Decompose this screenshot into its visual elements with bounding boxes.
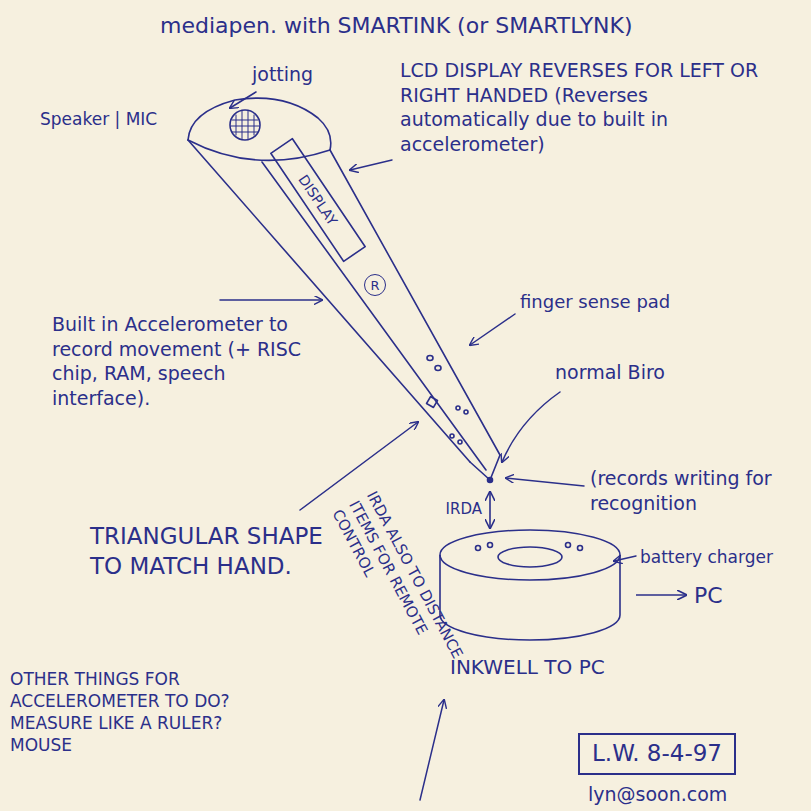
pen-tip [488, 478, 493, 483]
button [464, 410, 468, 414]
part-name: finger sense pad [520, 290, 670, 313]
button [427, 397, 438, 408]
note-text: jotting [252, 62, 313, 87]
note-text: OTHER THINGS FOR ACCELEROMETER TO DO? ME… [10, 668, 260, 756]
button [458, 440, 462, 444]
sense-pad [427, 356, 433, 361]
ink-well-hole [498, 547, 562, 567]
signature-date: L.W. 8-4-97 [592, 739, 722, 769]
connector-arrow [489, 492, 491, 528]
logo-letter: R [370, 279, 379, 292]
sketch-line [439, 555, 441, 615]
speaker-grille [230, 110, 260, 140]
sketch-line [188, 140, 470, 462]
sketch-line [262, 162, 486, 470]
node-text: PC [694, 582, 723, 611]
part-name: normal Biro [555, 360, 665, 385]
note-text: LCD DISPLAY REVERSES FOR LEFT OR RIGHT H… [400, 58, 780, 157]
sketch-line [619, 555, 621, 615]
part-name: Speaker | MIC [40, 108, 157, 130]
sketch-line [188, 140, 330, 160]
inkwell-drawing [440, 530, 620, 640]
note-text: Built in Accelerometer to record movemen… [52, 312, 314, 411]
email-text: lyn@soon.com [588, 782, 727, 807]
sketch-line [440, 530, 620, 580]
speaker-grille [231, 111, 259, 139]
inkwell: INKWELL TO PC [432, 525, 632, 679]
display-window [271, 139, 365, 262]
sketch-line [330, 150, 500, 455]
node-box: PC [690, 580, 727, 613]
sketch-title: mediapen. with SMARTINK (or SMARTLYNK) [160, 12, 790, 41]
pen-drawing [188, 98, 500, 482]
note-text: (records writing for recognition [590, 466, 805, 515]
inkwell-outline [432, 525, 632, 645]
contact [488, 543, 493, 548]
pen-body: DISPLAYR [185, 95, 505, 490]
logo-circle: R [364, 274, 386, 296]
contact [566, 543, 571, 548]
node-box: L.W. 8-4-97 [578, 733, 736, 775]
contact [476, 546, 481, 551]
note-text: TRIANGULAR SHAPE TO MATCH HAND. [90, 522, 330, 582]
contact [578, 546, 583, 551]
sketch-line [188, 98, 331, 150]
sense-pad [435, 366, 441, 371]
edge-label: IRDA [444, 500, 484, 520]
connector-arrow [636, 594, 686, 596]
sketch-line [440, 615, 620, 640]
button [456, 406, 460, 410]
button [450, 434, 454, 438]
part-name: battery charger [640, 546, 773, 568]
pen-outline [185, 95, 505, 490]
node-heading: INKWELL TO PC [450, 655, 632, 679]
